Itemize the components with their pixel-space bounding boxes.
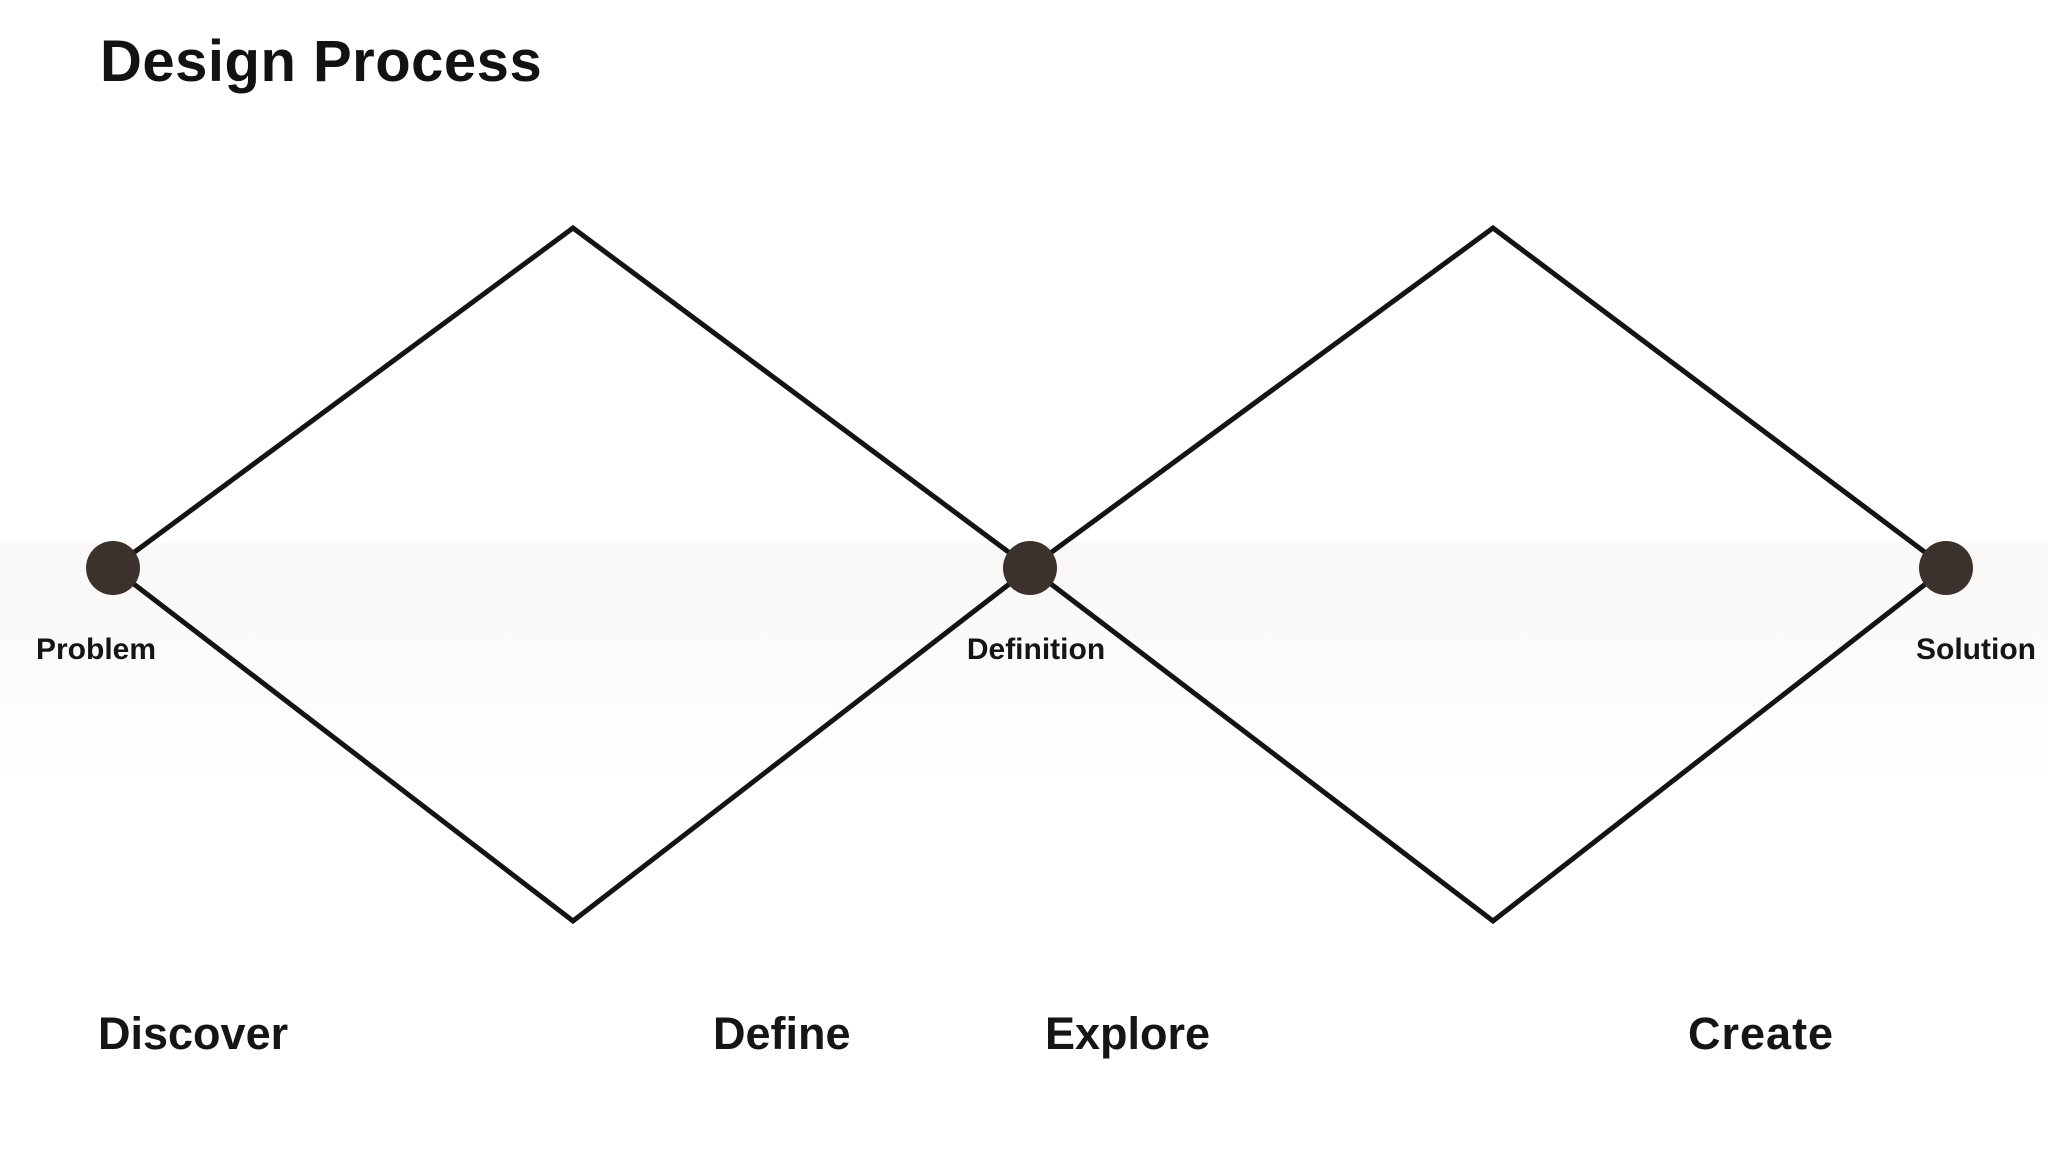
discover-define-diamond <box>108 224 1035 925</box>
phase-label-explore: Explore <box>1045 1008 1211 1059</box>
definition-node-label: Definition <box>966 633 1106 666</box>
solution-node-label: Solution <box>1916 633 2036 666</box>
page-title: Design Process <box>100 29 543 94</box>
explore-create-diamond <box>1025 224 1951 925</box>
solution-dot <box>1919 541 1973 595</box>
phase-label-create: Create <box>1688 1008 1835 1059</box>
definition-dot <box>1003 541 1057 595</box>
phase-label-define: Define <box>713 1008 851 1059</box>
phase-label-discover: Discover <box>98 1008 289 1059</box>
problem-node-label: Problem <box>36 633 157 666</box>
problem-dot <box>86 541 140 595</box>
